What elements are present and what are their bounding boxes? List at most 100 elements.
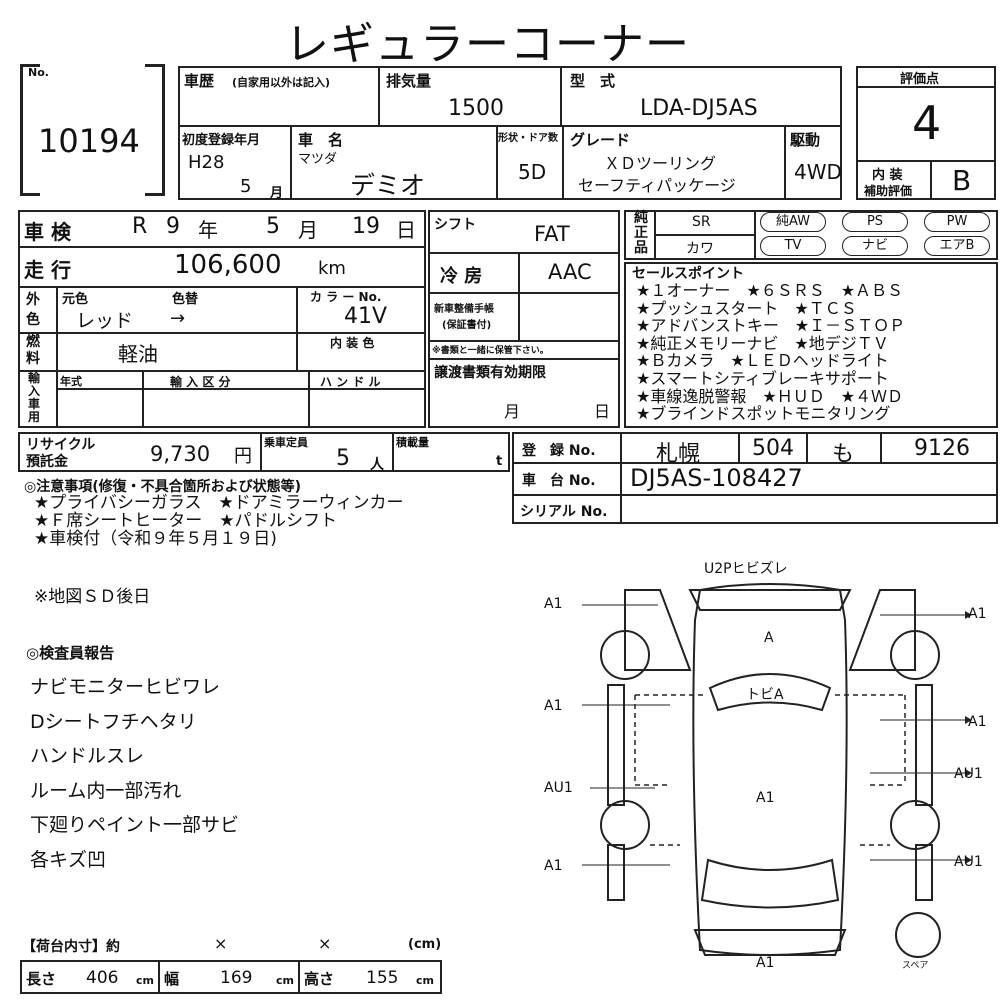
inspector-list: ナビモニターヒビワレ Dシートフチヘタリ ハンドルスレ ルーム内一部汚れ 下廻り… xyxy=(30,670,239,877)
drive-label: 駆動 xyxy=(790,131,821,149)
load-unit: t xyxy=(496,454,503,469)
diagram-right-label: A1 xyxy=(968,714,987,730)
car-name-value: デミオ xyxy=(350,171,426,200)
inspector-line: 下廻りペイント一部サビ xyxy=(30,814,240,836)
fuel-side-label: 燃料 xyxy=(26,334,40,367)
registration-kana: も xyxy=(832,442,855,467)
inspection-month: 5 xyxy=(266,214,280,239)
sales-points-label: セールスポイント xyxy=(632,266,744,282)
chassis-label: 車 台 No. xyxy=(522,473,596,489)
grade-line2: セーフティパッケージ xyxy=(578,176,736,195)
recycle-value: 9,730 xyxy=(150,442,211,466)
shift-value: FAT xyxy=(534,222,570,246)
transfer-label: 譲渡書類有効期限 xyxy=(434,365,546,381)
load-label: 積載量 xyxy=(396,436,429,449)
registration-number: 9126 xyxy=(914,436,970,461)
registration-city: 札幌 xyxy=(656,442,701,467)
doors-label: 形状・ドア数 xyxy=(498,133,558,144)
recycle-label-2: 預託金 xyxy=(26,454,68,470)
color-change-label: 色替 xyxy=(172,292,199,307)
diagram-hood-label: A xyxy=(764,630,774,646)
diagram-top-label: U2Pヒビズレ xyxy=(704,561,788,577)
sales-point: ★Ｂカメラ ★ＬＥＤヘッドライト xyxy=(636,351,889,371)
diagram-right-label: AU1 xyxy=(954,766,983,782)
color-arrow: → xyxy=(170,308,186,329)
inspection-day-unit: 日 xyxy=(396,218,416,242)
model-value: LDA-DJ5AS xyxy=(640,96,758,121)
color-side-label: 外色 xyxy=(26,292,40,328)
capacity-value: 5 xyxy=(336,446,350,471)
diagram-left-label: A1 xyxy=(544,858,563,874)
transfer-month: 月 xyxy=(504,402,521,421)
manual-note: ※書類と一緒に保管下さい。 xyxy=(432,346,549,356)
capacity-label: 乗車定員 xyxy=(264,436,308,449)
inspector-line: ルーム内一部汚れ xyxy=(30,779,182,802)
inspection-label: 車 検 xyxy=(24,220,71,244)
car-maker: マツダ xyxy=(298,152,338,167)
diagram-roof-label: A1 xyxy=(756,790,775,806)
transfer-day: 日 xyxy=(594,402,611,421)
cargo-length: 406 xyxy=(86,968,119,988)
rating-label: 評価点 xyxy=(900,72,940,87)
cargo-length-unit: cm xyxy=(136,974,154,987)
inspector-line: ナビモニターヒビワレ xyxy=(30,676,221,698)
page-title: レギュラーコーナー xyxy=(285,19,690,70)
first-reg-month-unit: 月 xyxy=(270,186,284,201)
recycle-unit: 円 xyxy=(234,446,252,467)
sales-points-box xyxy=(624,262,998,428)
sales-point: ★プッシュスタート ★ＴＣＳ xyxy=(636,298,857,318)
inspector-line: 各キズ凹 xyxy=(30,848,107,871)
diagram-left-label: AU1 xyxy=(544,780,573,796)
diagram-right-label: AU1 xyxy=(954,854,983,870)
recycle-label-1: リサイクル xyxy=(26,437,96,453)
cargo-x2: × xyxy=(318,934,332,953)
recycle-row xyxy=(18,432,510,472)
cargo-length-label: 長さ xyxy=(26,970,57,988)
grade-label: グレード xyxy=(570,131,631,149)
rating-value: 4 xyxy=(912,96,942,150)
fuel-value: 軽油 xyxy=(118,342,158,366)
registration-block xyxy=(512,432,998,524)
interior-label-2: 補助評価 xyxy=(864,184,913,198)
cargo-height-label: 高さ xyxy=(304,970,335,988)
cargo-width: 169 xyxy=(220,968,253,988)
chassis-value: DJ5AS-108427 xyxy=(630,464,803,492)
displacement-label: 排気量 xyxy=(386,72,432,90)
inspector-line: ハンドルスレ xyxy=(30,745,145,767)
import-year-label: 年式 xyxy=(60,375,82,388)
ac-value: AAC xyxy=(548,260,592,284)
inspection-era: R xyxy=(132,214,148,239)
equipment-sr: SR xyxy=(692,214,711,230)
note-line: ★Ｆ席シートヒーター ★パドルシフト xyxy=(34,511,337,531)
manual-label-1: 新車整備手帳 xyxy=(434,304,494,315)
inspection-day: 19 xyxy=(352,214,380,239)
color-interior-label: 内 装 色 xyxy=(330,336,375,350)
no-value: 10194 xyxy=(38,122,140,160)
cargo-height-unit: cm xyxy=(416,974,434,987)
diagram-left-label: A1 xyxy=(544,698,563,714)
interior-value: B xyxy=(952,164,972,197)
model-label: 型 式 xyxy=(570,72,616,90)
manual-label-2: (保証書付) xyxy=(442,320,492,331)
mileage-label: 走 行 xyxy=(24,258,71,282)
equipment-ps: PS xyxy=(842,212,908,232)
equipment-alloy-wheel: 純AW xyxy=(760,212,826,232)
cargo-dimensions-row xyxy=(20,960,442,994)
history-note: (自家用以外は記入) xyxy=(232,76,331,89)
color-code: 41V xyxy=(344,304,388,329)
diagram-right-label: A1 xyxy=(968,606,987,622)
cargo-height: 155 xyxy=(366,968,399,988)
import-type-label: 輸 入 区 分 xyxy=(170,375,231,389)
sales-point: ★車線逸脱警報 ★ＨＵＤ ★４ＷＤ xyxy=(636,386,904,406)
note-line: ★車検付（令和９年５月１９日) xyxy=(34,529,277,549)
equipment-pw: PW xyxy=(924,212,990,232)
inspection-month-unit: 月 xyxy=(298,218,318,242)
equipment-navi: ナビ xyxy=(842,236,908,256)
top-info-block xyxy=(178,66,842,200)
notes-list: ★プライバシーガラス ★ドアミラーウィンカー ★Ｆ席シートヒーター ★パドルシフ… xyxy=(34,494,403,548)
import-side-label: 輸入車用 xyxy=(28,371,41,424)
sales-point: ★スマートシティブレーキサポート xyxy=(636,368,889,388)
first-reg-month: 5 xyxy=(240,176,252,197)
diagram-bottom-label: A1 xyxy=(756,955,775,971)
note-line: ★プライバシーガラス ★ドアミラーウィンカー xyxy=(34,493,404,513)
